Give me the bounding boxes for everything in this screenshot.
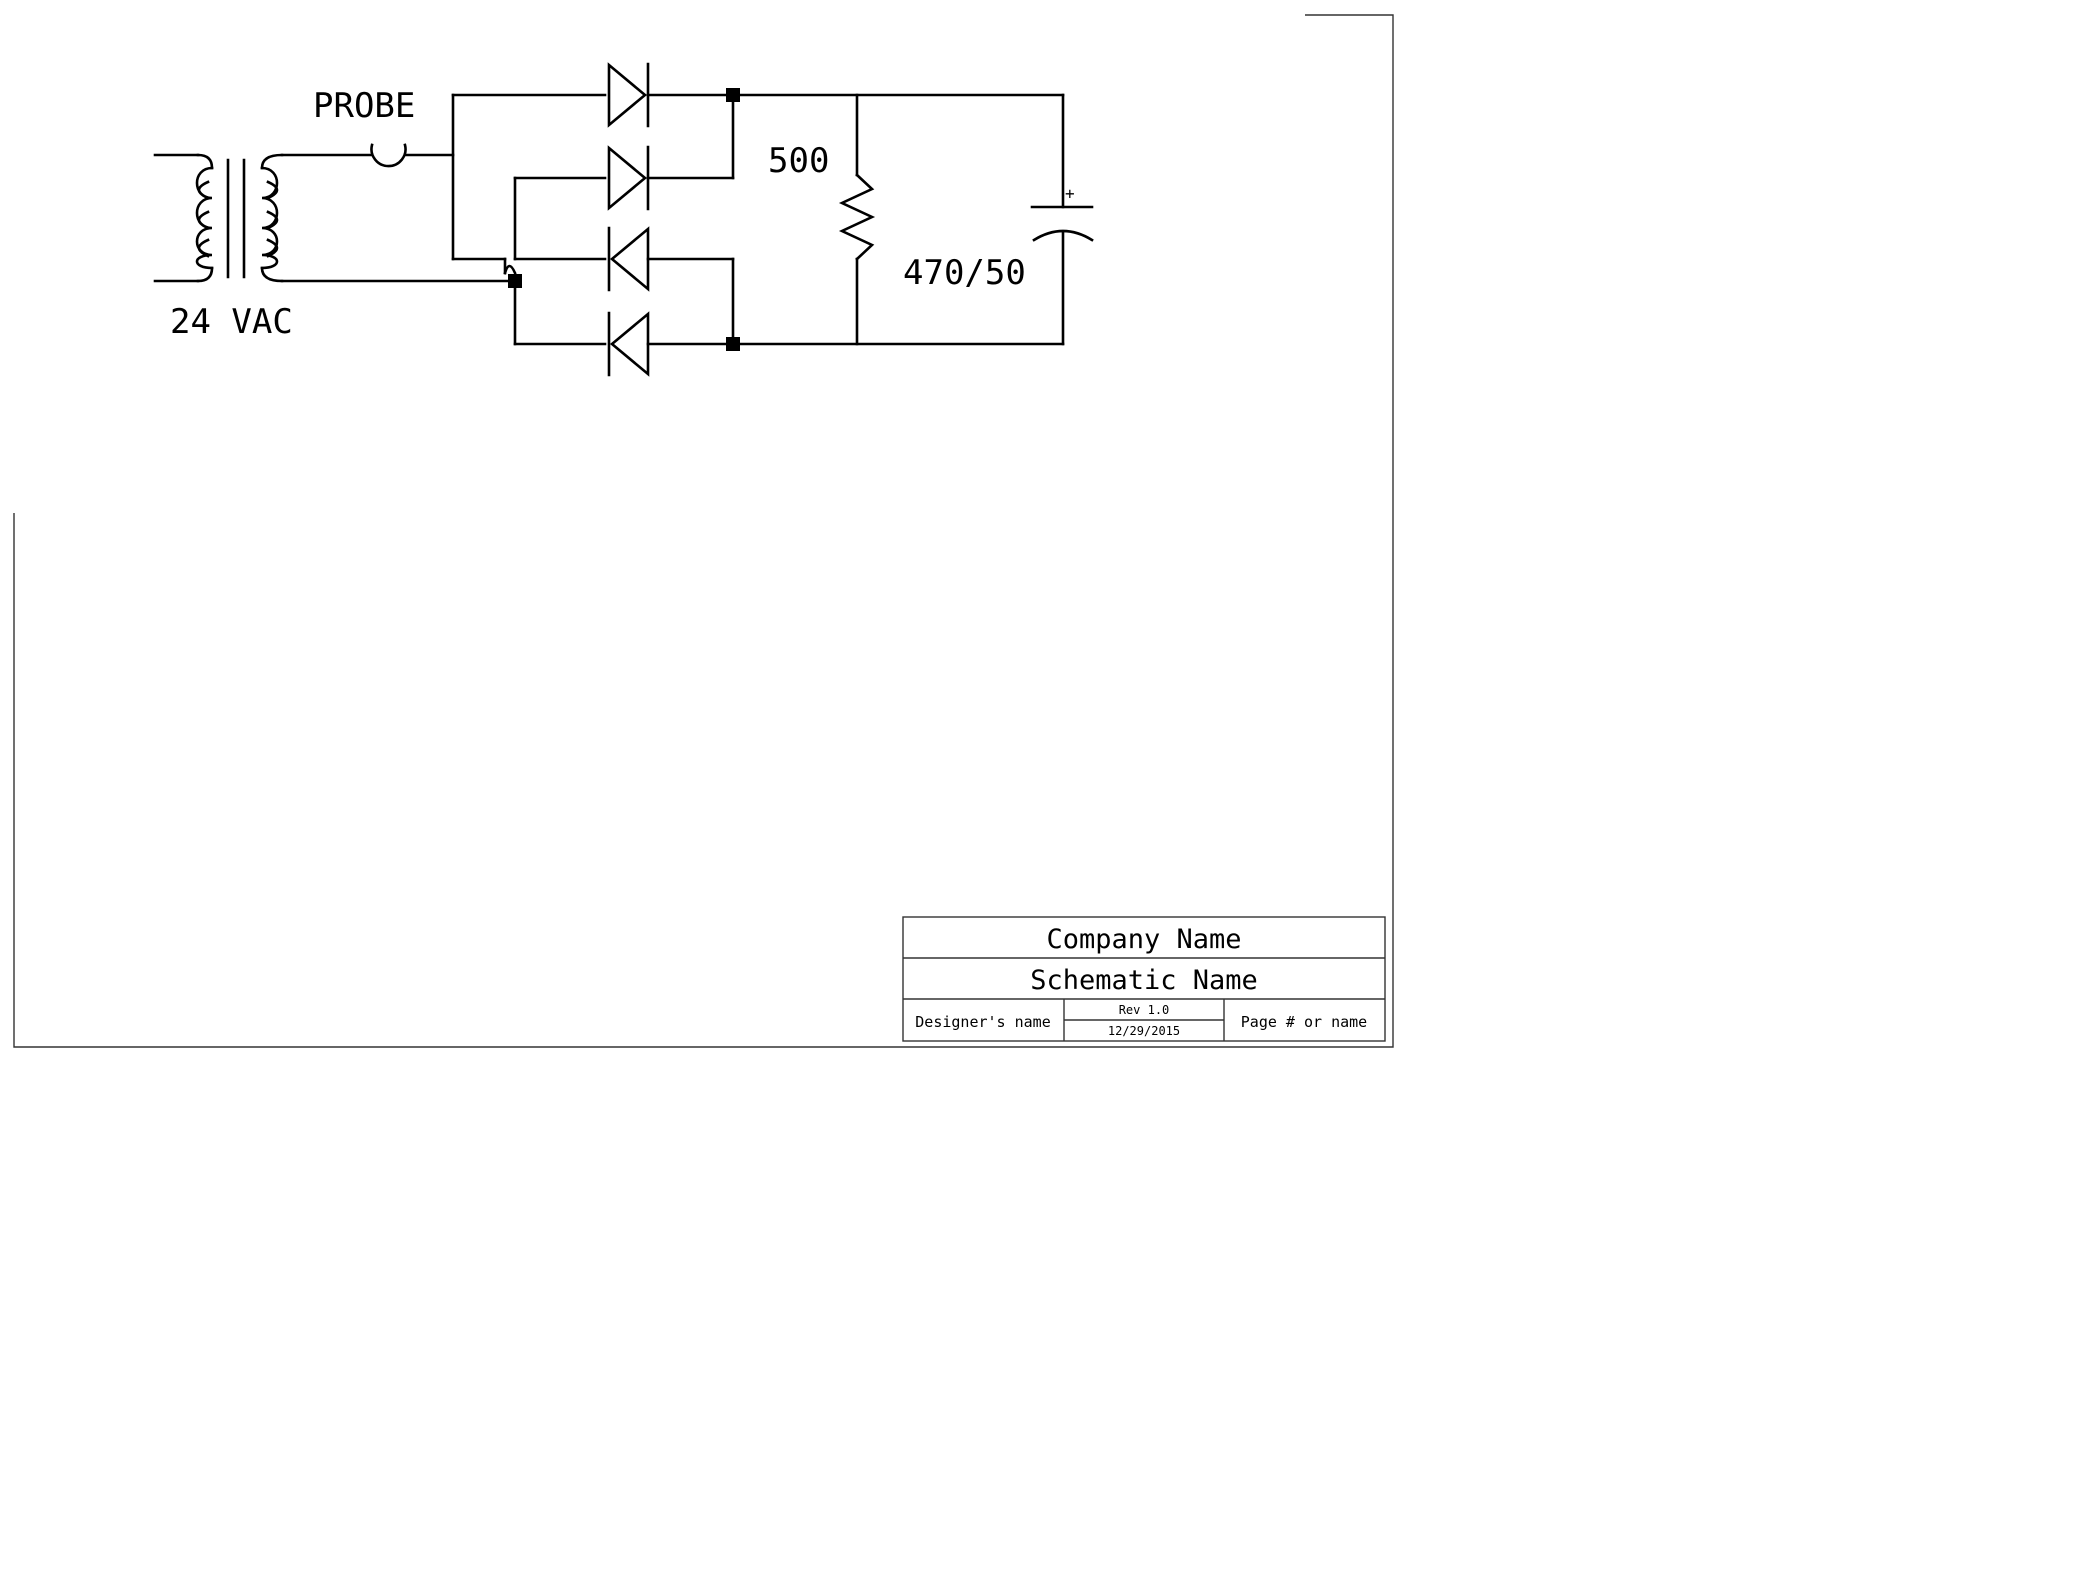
capacitor [1030,93,1094,346]
label-resistor-value: 500 [768,141,829,181]
label-capacitor-polarity: + [1065,184,1075,203]
junction-dot [726,337,740,351]
diode-d1 [607,62,735,128]
title-schematic: Schematic Name [1030,965,1258,996]
title-designer: Designer's name [915,1013,1050,1031]
diode-d4 [607,311,735,377]
resistor [838,93,876,346]
title-date: 12/29/2015 [1108,1024,1180,1038]
diode-d2 [607,145,735,211]
sheet-border [13,14,1394,1048]
junction-dot [508,274,522,288]
wire-output-rails [731,93,1065,346]
transformer [153,153,284,283]
title-page: Page # or name [1241,1013,1367,1031]
title-company: Company Name [1046,924,1241,955]
label-capacitor-value: 470/50 [903,253,1026,293]
diode-d3 [607,226,735,292]
probe-symbol [280,143,455,168]
junction-dots [508,88,740,351]
title-revision: Rev 1.0 [1119,1003,1170,1017]
label-probe: PROBE [313,86,415,126]
junction-dot [726,88,740,102]
label-transformer-voltage: 24 VAC [170,302,293,342]
title-block: Company Name Schematic Name Designer's n… [902,916,1386,1042]
wire-left-bus [451,93,607,346]
